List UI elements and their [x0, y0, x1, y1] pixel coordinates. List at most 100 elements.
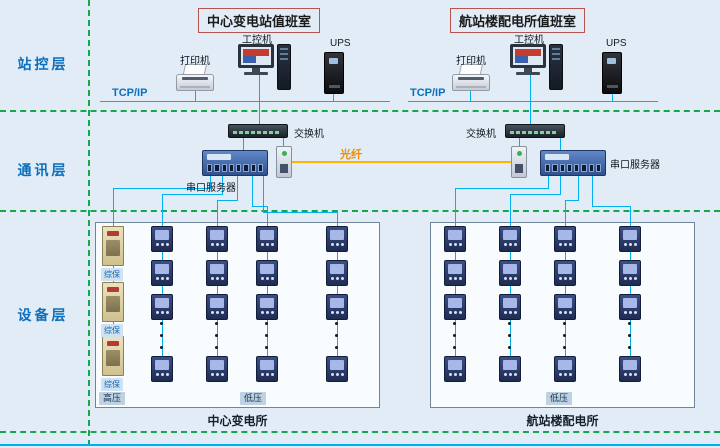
power-meter-icon [554, 294, 576, 320]
power-meter-icon [326, 226, 348, 252]
right-ups-label: UPS [606, 38, 627, 49]
left-box-caption: 中心变电所 [207, 414, 268, 428]
layer-label-device: 设备层 [17, 307, 69, 323]
ellipsis-dot [160, 346, 163, 349]
power-meter-icon [444, 294, 466, 320]
ellipsis-dot [628, 322, 631, 325]
connection-line [267, 206, 268, 372]
left-hv-badge: 高压 [99, 392, 126, 405]
connection-line [195, 90, 196, 101]
connection-line [263, 176, 264, 212]
power-meter-icon [326, 356, 348, 382]
connection-line [519, 138, 520, 146]
monitor-icon [238, 44, 274, 75]
left-printer-label: 打印机 [180, 56, 210, 67]
ellipsis-dot [215, 322, 218, 325]
connection-line [217, 200, 238, 201]
right-pc-label: 工控机 [514, 35, 544, 46]
layer-label-comm: 通讯层 [17, 162, 69, 178]
right-switch-label: 交换机 [466, 129, 496, 140]
connection-line [530, 75, 531, 101]
ellipsis-dot [508, 322, 511, 325]
connection-line [337, 212, 338, 372]
connection-line [263, 212, 338, 213]
right-printer-label: 打印机 [456, 56, 486, 67]
connection-line [222, 176, 223, 194]
layer-divider-vertical [88, 0, 90, 446]
connection-line [455, 188, 549, 189]
industrial-pc-icon [510, 44, 563, 90]
right-serial-server-label: 串口服务器 [610, 160, 660, 171]
connection-line [252, 206, 268, 207]
right-serial-server-icon [540, 150, 606, 176]
connection-line [259, 101, 260, 124]
layer-divider-1 [0, 110, 720, 112]
connection-line [565, 200, 579, 201]
power-meter-icon [499, 294, 521, 320]
power-meter-icon [444, 260, 466, 286]
connection-line [560, 138, 561, 150]
left-tcpip-label: TCP/IP [112, 87, 148, 99]
ellipsis-dot [453, 334, 456, 337]
right-section-title: 航站楼配电所值班室 [450, 8, 586, 33]
right-fiber-converter-icon [511, 146, 527, 178]
ellipsis-dot [335, 334, 338, 337]
power-meter-icon [499, 260, 521, 286]
connection-line [612, 94, 613, 101]
ellipsis-dot [453, 322, 456, 325]
connection-line [162, 194, 223, 195]
cabinet-label: 综保 [101, 378, 123, 391]
power-meter-icon [554, 356, 576, 382]
connection-line [217, 200, 218, 372]
ellipsis-dot [628, 346, 631, 349]
printer-icon [176, 64, 214, 91]
power-meter-icon [444, 226, 466, 252]
power-meter-icon [256, 226, 278, 252]
printer-body [452, 74, 490, 91]
connection-line [592, 206, 631, 207]
connection-line [548, 176, 549, 188]
cabinet-label: 综保 [101, 268, 123, 281]
power-meter-icon [554, 260, 576, 286]
protection-cabinet-icon [102, 336, 124, 376]
power-meter-icon [499, 226, 521, 252]
power-meter-icon [206, 260, 228, 286]
connection-line [630, 206, 631, 372]
power-meter-icon [554, 226, 576, 252]
power-meter-icon [619, 356, 641, 382]
power-meter-icon [499, 356, 521, 382]
power-meter-icon [444, 356, 466, 382]
power-meter-icon [151, 294, 173, 320]
connection-line [243, 138, 244, 150]
left-lv-badge: 低压 [240, 392, 267, 405]
connection-line [510, 194, 561, 195]
power-meter-icon [256, 294, 278, 320]
power-meter-icon [326, 260, 348, 286]
right-tcpip-label: TCP/IP [410, 87, 446, 99]
power-meter-icon [619, 294, 641, 320]
ellipsis-dot [628, 334, 631, 337]
layer-divider-3 [0, 431, 720, 433]
power-meter-icon [326, 294, 348, 320]
connection-line [237, 176, 238, 200]
left-switch-label: 交换机 [294, 129, 324, 140]
connection-line [470, 90, 471, 101]
layer-divider-2 [0, 210, 720, 212]
ellipsis-dot [160, 322, 163, 325]
industrial-pc-icon [238, 44, 291, 90]
right-switch-icon [505, 124, 565, 138]
ups-icon [324, 52, 344, 94]
connection-line [333, 94, 334, 101]
connection-line [565, 200, 566, 372]
left-ups-label: UPS [330, 38, 351, 49]
ellipsis-dot [508, 334, 511, 337]
ellipsis-dot [453, 346, 456, 349]
ellipsis-dot [265, 322, 268, 325]
ellipsis-dot [508, 346, 511, 349]
ellipsis-dot [563, 334, 566, 337]
ellipsis-dot [335, 322, 338, 325]
power-meter-icon [256, 356, 278, 382]
connection-line [560, 176, 561, 194]
ellipsis-dot [160, 334, 163, 337]
connection-line [592, 176, 593, 206]
